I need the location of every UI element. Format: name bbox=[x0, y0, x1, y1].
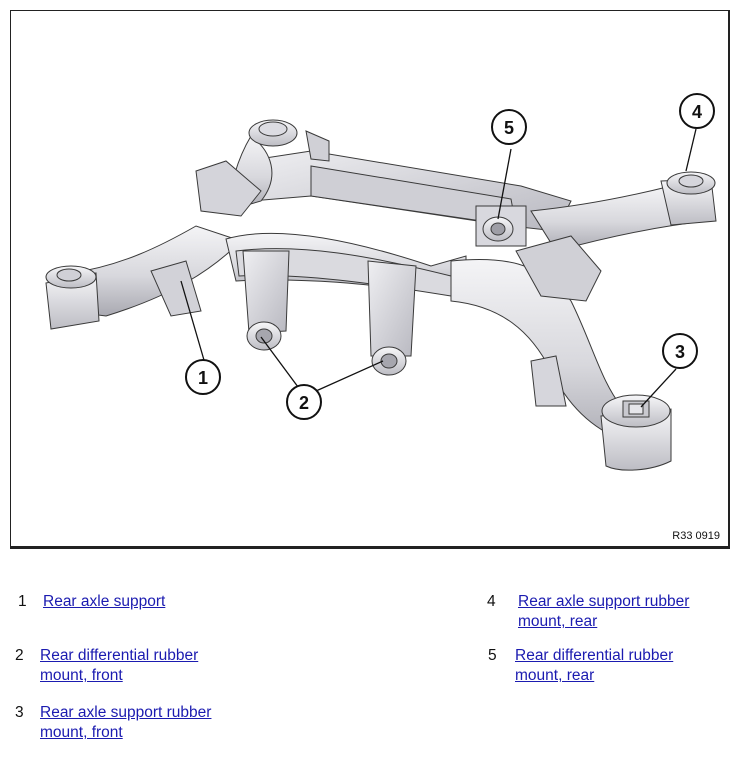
callout-2-label: 2 bbox=[299, 393, 309, 413]
front-differential-brackets bbox=[242, 250, 417, 376]
callout-2: 2 bbox=[286, 384, 322, 420]
legend-number: 4 bbox=[487, 593, 496, 610]
callout-1-label: 1 bbox=[198, 368, 208, 388]
callout-1: 1 bbox=[185, 359, 221, 395]
rear-right-arm bbox=[530, 171, 717, 252]
legend-link-rear-differential-mount-rear[interactable]: Rear differential rubber mount, rear bbox=[515, 647, 674, 684]
legend-number: 2 bbox=[15, 647, 24, 664]
figure-reference-code: R33 0919 bbox=[672, 530, 720, 542]
legend-link-rear-axle-support-mount-front[interactable]: Rear axle support rubber mount, front bbox=[40, 704, 212, 741]
callout-leaders bbox=[180, 128, 697, 408]
legend-number: 3 bbox=[15, 704, 24, 721]
legend-number: 5 bbox=[488, 647, 497, 664]
callout-4-label: 4 bbox=[692, 102, 702, 122]
front-left-arm bbox=[45, 225, 242, 330]
rear-axle-support-mount-front-right bbox=[600, 394, 672, 471]
callout-3-label: 3 bbox=[675, 342, 685, 362]
rear-differential-mount-rear bbox=[475, 205, 527, 247]
legend-number: 1 bbox=[18, 593, 27, 610]
callout-5: 5 bbox=[491, 109, 527, 145]
legend-link-rear-differential-mount-front[interactable]: Rear differential rubber mount, front bbox=[40, 647, 199, 684]
callout-4: 4 bbox=[679, 93, 715, 129]
rear-axle-support-illustration: 1 2 3 4 5 bbox=[45, 93, 717, 471]
figure-panel: 1 2 3 4 5 R33 0919 bbox=[10, 10, 730, 549]
legend-link-rear-axle-support[interactable]: Rear axle support bbox=[43, 593, 166, 610]
rear-left-arm bbox=[195, 119, 330, 217]
legend-link-rear-axle-support-mount-rear[interactable]: Rear axle support rubber mount, rear bbox=[518, 593, 690, 630]
callout-5-label: 5 bbox=[504, 118, 514, 138]
callout-3: 3 bbox=[662, 333, 698, 369]
